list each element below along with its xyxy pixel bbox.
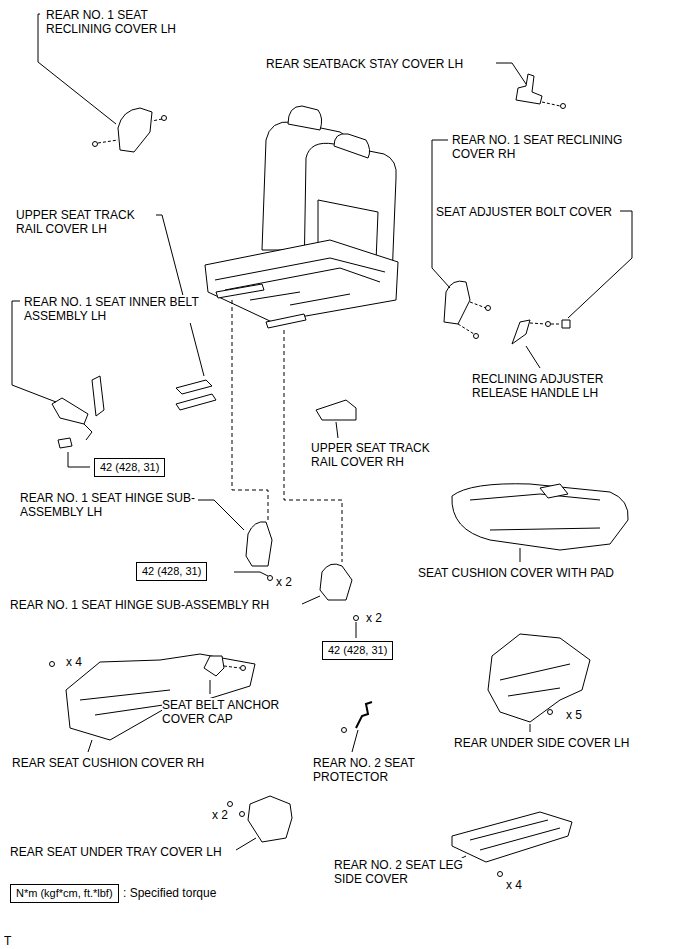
torque-value: N*m (kgf*cm, ft.*lbf) (16, 887, 113, 899)
part-name: REAR NO. 1 SEAT RECLINING COVER LH (46, 8, 206, 36)
torque-value: 42 (428, 31) (142, 565, 201, 577)
part-name: REAR UNDER SIDE COVER LH (454, 736, 629, 750)
torque-value: 42 (428, 31) (100, 461, 159, 473)
quantity: x 4 (66, 655, 82, 669)
part-name: REAR NO. 2 SEAT LEG SIDE COVER (334, 858, 464, 886)
quantity: x 2 (212, 808, 228, 822)
torque-box: 42 (428, 31) (94, 458, 165, 477)
quantity: x 2 (276, 575, 292, 589)
part-name: REAR SEAT UNDER TRAY COVER LH (10, 845, 222, 859)
quantity: x 2 (366, 611, 382, 625)
part-name: SEAT CUSHION COVER WITH PAD (418, 566, 614, 580)
part-name: SEAT BELT ANCHOR COVER CAP (162, 698, 302, 726)
part-name: UPPER SEAT TRACK RAIL COVER LH (16, 208, 156, 236)
part-name: REAR NO. 1 SEAT HINGE SUB-ASSEMBLY LH (20, 491, 195, 519)
part-name: SEAT ADJUSTER BOLT COVER (436, 205, 612, 219)
part-name: REAR NO. 2 SEAT PROTECTOR (313, 756, 443, 784)
figure-code: T (4, 934, 11, 948)
quantity: x 5 (566, 708, 582, 722)
legend-text: : Specified torque (123, 886, 216, 900)
torque-legend-box: N*m (kgf*cm, ft.*lbf) (10, 884, 119, 903)
part-name: UPPER SEAT TRACK RAIL COVER RH (311, 441, 451, 469)
part-name: REAR NO. 1 SEAT RECLINING COVER RH (452, 133, 652, 161)
part-name: REAR SEATBACK STAY COVER LH (266, 57, 463, 71)
quantity: x 4 (506, 878, 522, 892)
part-name: REAR SEAT CUSHION COVER RH (12, 756, 204, 770)
part-name: REAR NO. 1 SEAT INNER BELT ASSEMBLY LH (24, 295, 199, 323)
part-name: REAR NO. 1 SEAT HINGE SUB-ASSEMBLY RH (10, 598, 269, 612)
torque-value: 42 (428, 31) (328, 644, 387, 656)
torque-box: 42 (428, 31) (136, 562, 207, 581)
part-name: RECLINING ADJUSTER RELEASE HANDLE LH (472, 372, 632, 400)
torque-box: 42 (428, 31) (322, 641, 393, 660)
